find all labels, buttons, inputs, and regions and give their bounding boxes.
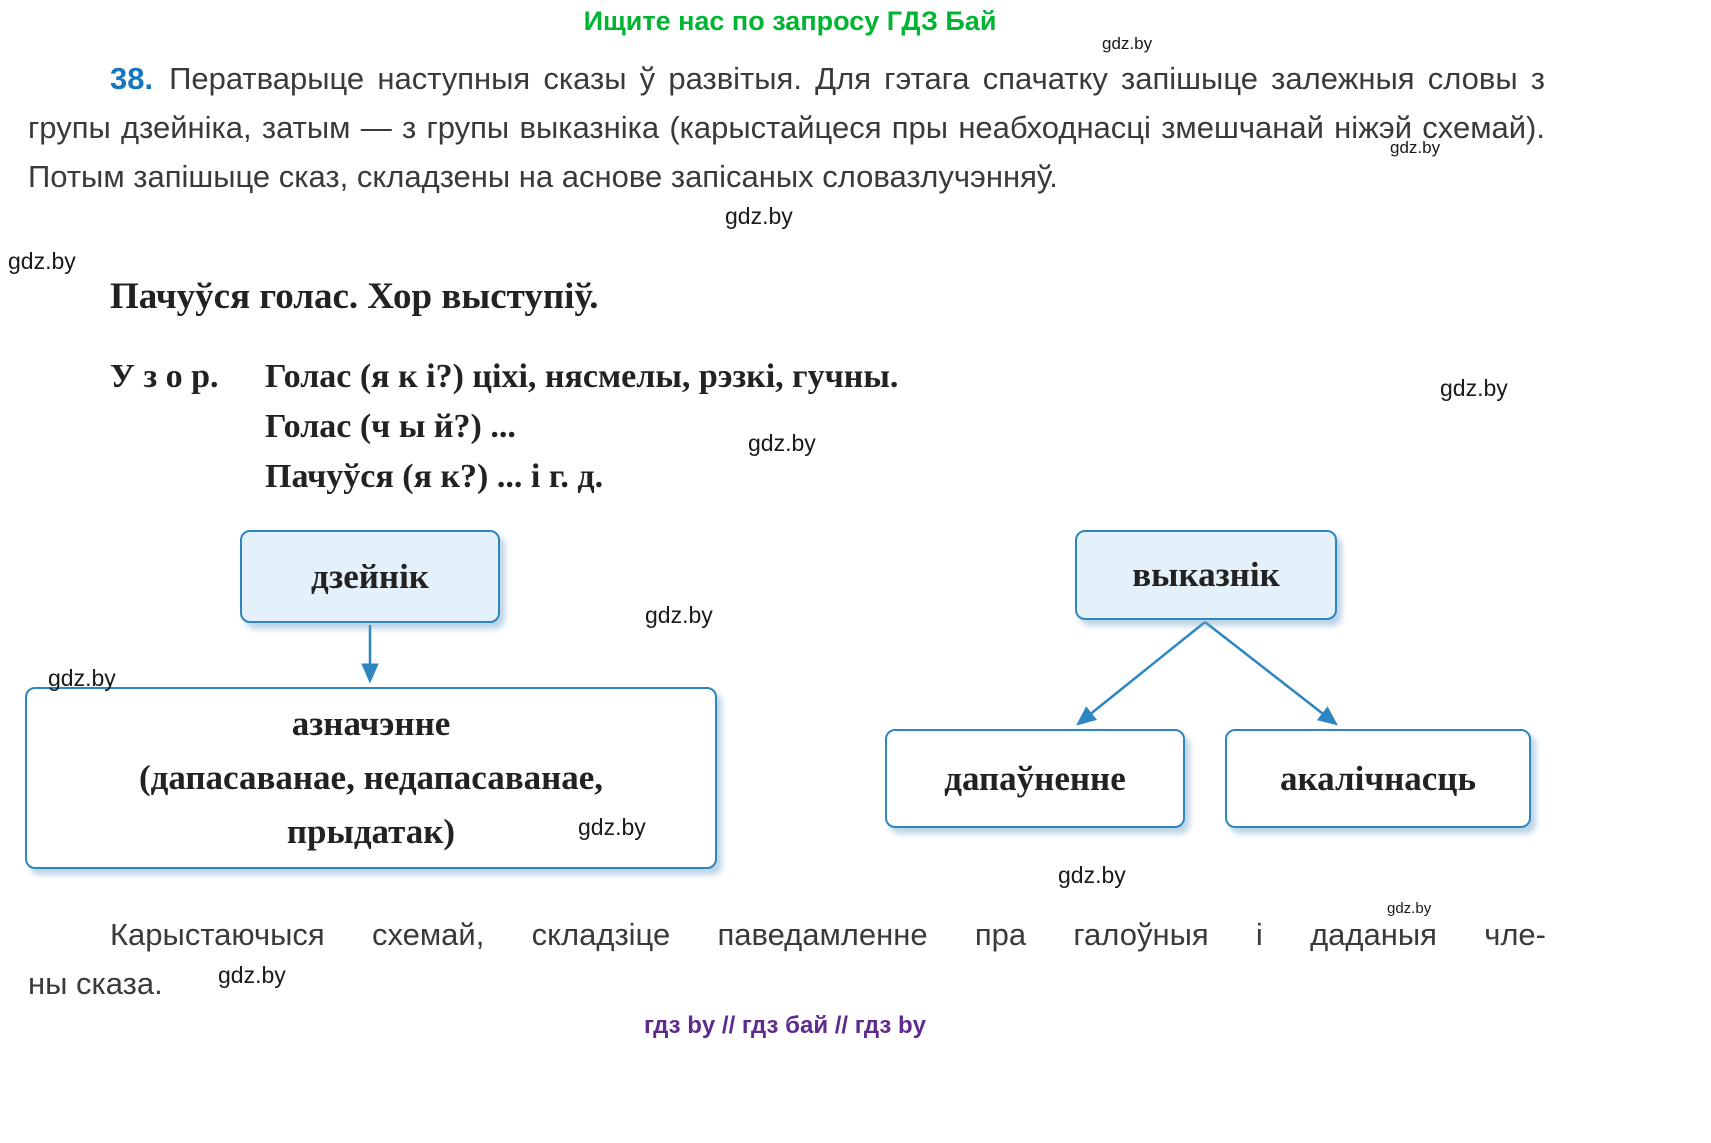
subject-box: дзейнік	[240, 530, 500, 623]
promo-header: Ищите нас по запросу ГДЗ Бай	[583, 6, 997, 36]
definition-box-line: азначэнне	[291, 704, 451, 743]
arrow-predicate-to-adverbial	[1204, 621, 1338, 726]
watermark: gdz.by	[8, 248, 76, 274]
footer-tags: гдз by // гдз бай // гдз by	[644, 1012, 926, 1039]
example-block: У з о р. Голас (я к і?) ціхі, нясмелы, р…	[110, 352, 898, 502]
watermark: gdz.by	[645, 602, 713, 628]
subject-box-label: дзейнік	[311, 556, 429, 596]
object-box-label: дапаўненне	[944, 758, 1126, 798]
adverbial-box: акалічнасць	[1225, 729, 1531, 828]
object-box: дапаўненне	[885, 729, 1185, 828]
watermark: gdz.by	[1058, 862, 1126, 888]
definition-box-line: (дапасаванае, недапасаванае,	[138, 758, 604, 797]
uzor-line: Голас (ч ы й?) ...	[265, 408, 516, 445]
watermark: gdz.by	[725, 203, 793, 229]
adverbial-box-label: акалічнасць	[1280, 758, 1476, 798]
watermark: gdz.by	[578, 814, 646, 840]
closing-line: Карыстаючыся схемай, складзіце паведамле…	[110, 917, 1546, 952]
example-sentences: Пачуўся голас. Хор выступіў.	[110, 276, 599, 317]
watermark: gdz.by	[1102, 34, 1153, 53]
exercise-number: 38.	[110, 61, 154, 96]
watermark: gdz.by	[748, 430, 816, 456]
predicate-box: выказнік	[1075, 530, 1337, 620]
watermark: gdz.by	[1390, 138, 1441, 157]
exercise-instruction-text: Ператварыце наступныя сказы ў развітыя. …	[28, 61, 1545, 194]
definition-box-line: прыдатак)	[286, 812, 456, 851]
uzor-label: У з о р.	[110, 358, 219, 395]
uzor-line: Пачуўся (я к?) ... і г. д.	[265, 458, 604, 495]
definition-box: азначэнне (дапасаванае, недапасаванае, п…	[25, 687, 717, 869]
watermark: gdz.by	[48, 665, 116, 691]
predicate-box-label: выказнік	[1132, 555, 1280, 594]
watermark: gdz.by	[218, 962, 286, 988]
diagram: дзейнік выказнік азначэнне (дапасаванае,…	[0, 525, 1711, 910]
watermark: gdz.by	[1387, 900, 1432, 917]
uzor-line: Голас (я к і?) ціхі, нясмелы, рэзкі, гуч…	[265, 358, 899, 395]
closing-text: Карыстаючыся схемай, складзіце паведамле…	[28, 910, 1546, 1008]
uzor-lines: Голас (я к і?) ціхі, нясмелы, рэзкі, гуч…	[265, 352, 898, 502]
exercise-body: 38.Ператварыце наступныя сказы ў развіты…	[28, 54, 1545, 201]
watermark: gdz.by	[1440, 375, 1508, 401]
closing-line: ны сказа.	[28, 966, 163, 1001]
arrow-predicate-to-object	[1076, 621, 1206, 726]
